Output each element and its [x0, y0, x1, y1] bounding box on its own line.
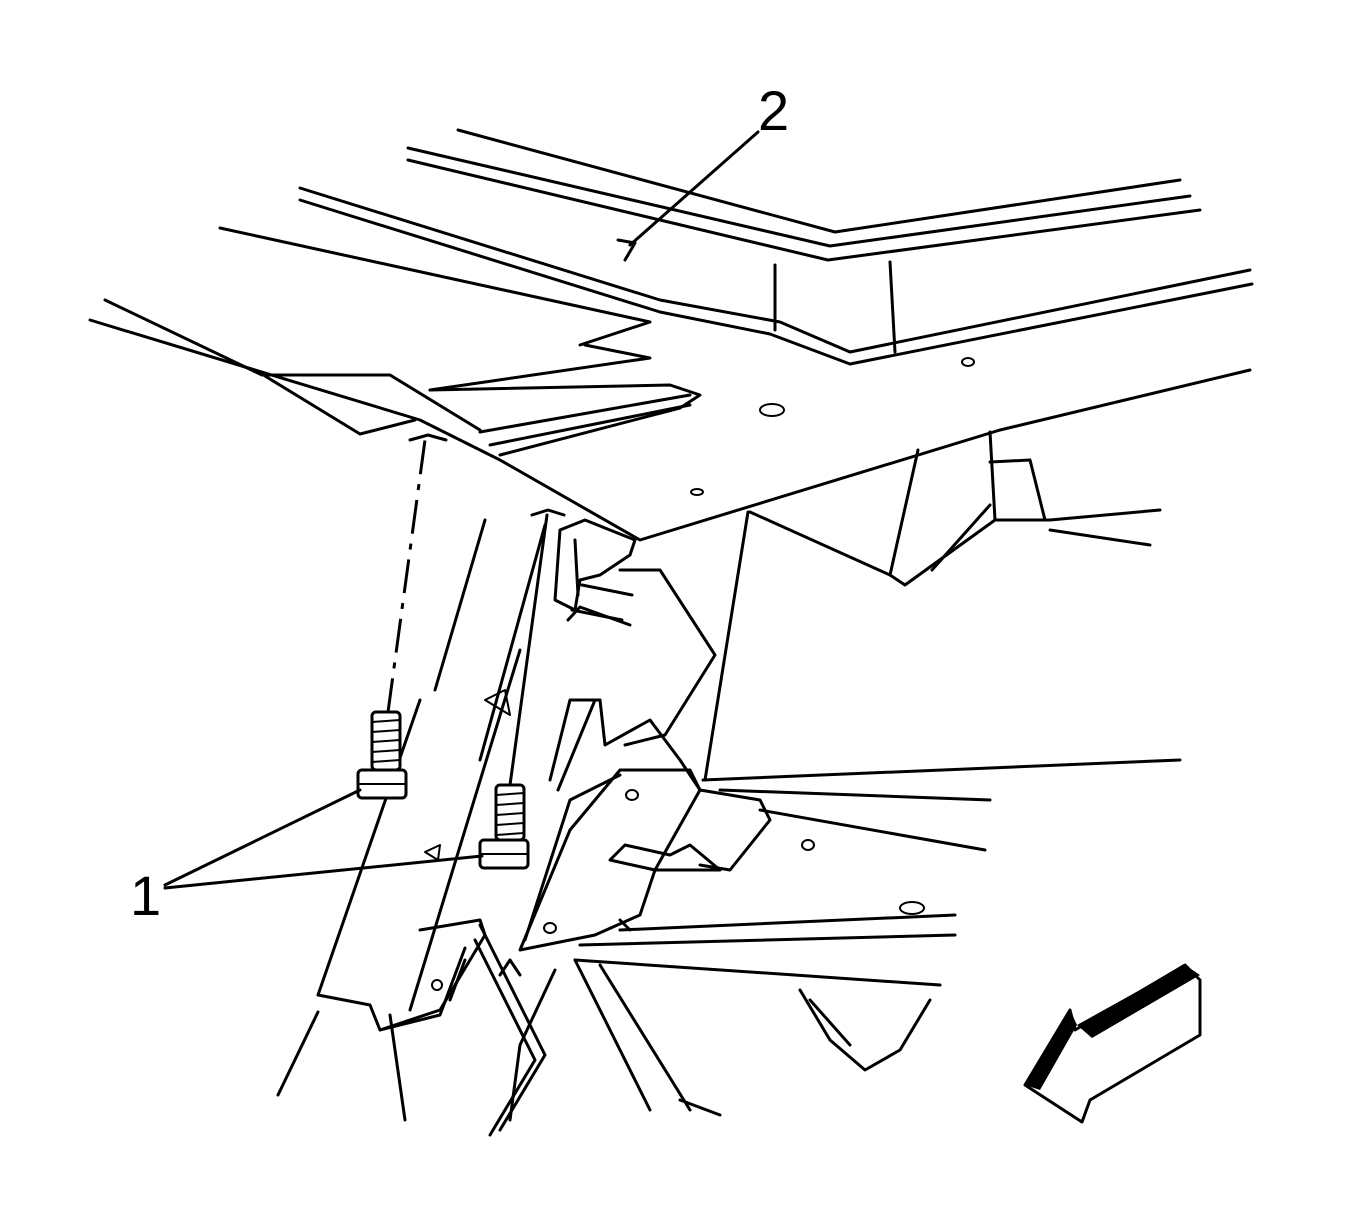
- front-direction-arrow-icon: [1023, 963, 1202, 1124]
- lower-bracket: [378, 918, 932, 1137]
- callout-1-label: 1: [130, 864, 161, 927]
- bolt-right: [478, 783, 530, 870]
- installation-guide-lines: [386, 433, 566, 787]
- hinge-bracket: [518, 698, 1182, 987]
- callout-2-label: 2: [758, 79, 789, 142]
- bolt-left: [356, 710, 408, 800]
- leader-lines: [163, 130, 760, 890]
- upper-panel: [88, 128, 1254, 542]
- right-bracket: [703, 430, 1162, 782]
- retainer-clip: [553, 518, 717, 747]
